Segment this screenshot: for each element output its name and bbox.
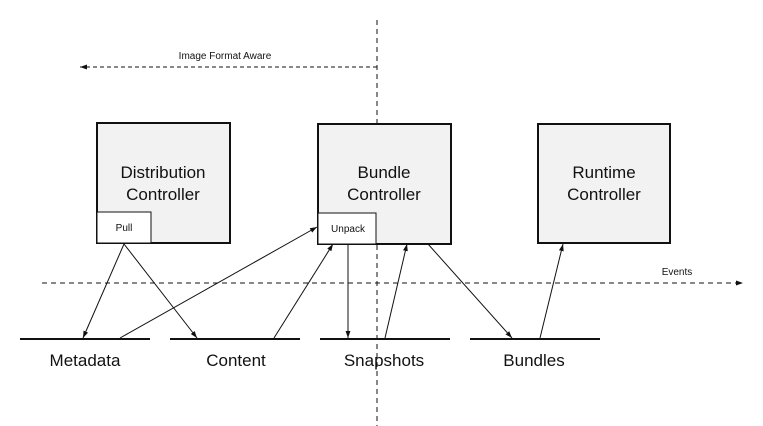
bundle-controller-title: Bundle xyxy=(358,163,411,182)
runtime-controller-subtitle: Controller xyxy=(567,185,641,204)
distribution-controller-box: Distribution Controller Pull xyxy=(96,122,231,244)
content-to-unpack-arrow xyxy=(273,243,334,339)
pull-tab-label: Pull xyxy=(116,223,133,234)
snapshots-store-label: Snapshots xyxy=(344,351,424,370)
pull-tab xyxy=(96,211,152,244)
metadata-store-label: Metadata xyxy=(50,351,121,370)
distribution-controller-subtitle: Controller xyxy=(126,185,200,204)
bundles-to-runtime-controller-arrow xyxy=(539,243,564,339)
runtime-controller-title: Runtime xyxy=(572,163,635,182)
bundle-controller-to-bundles-arrow xyxy=(427,243,513,339)
distribution-controller-title: Distribution xyxy=(120,163,205,182)
snapshots-to-bundle-controller-arrow xyxy=(384,243,408,339)
format-aware-label: Image Format Aware xyxy=(179,51,272,62)
runtime-controller-box: Runtime Controller xyxy=(537,123,671,244)
unpack-tab xyxy=(317,212,377,245)
pull-to-content-arrow xyxy=(123,243,198,339)
content-store-label: Content xyxy=(206,351,266,370)
pull-to-metadata-arrow xyxy=(82,243,125,339)
bundle-controller-box: Bundle Controller Unpack xyxy=(317,123,452,245)
unpack-tab-label: Unpack xyxy=(331,224,366,235)
bundles-store-label: Bundles xyxy=(503,351,564,370)
bundle-controller-subtitle: Controller xyxy=(347,185,421,204)
events-label: Events xyxy=(662,267,693,278)
metadata-to-unpack-arrow xyxy=(119,226,318,339)
